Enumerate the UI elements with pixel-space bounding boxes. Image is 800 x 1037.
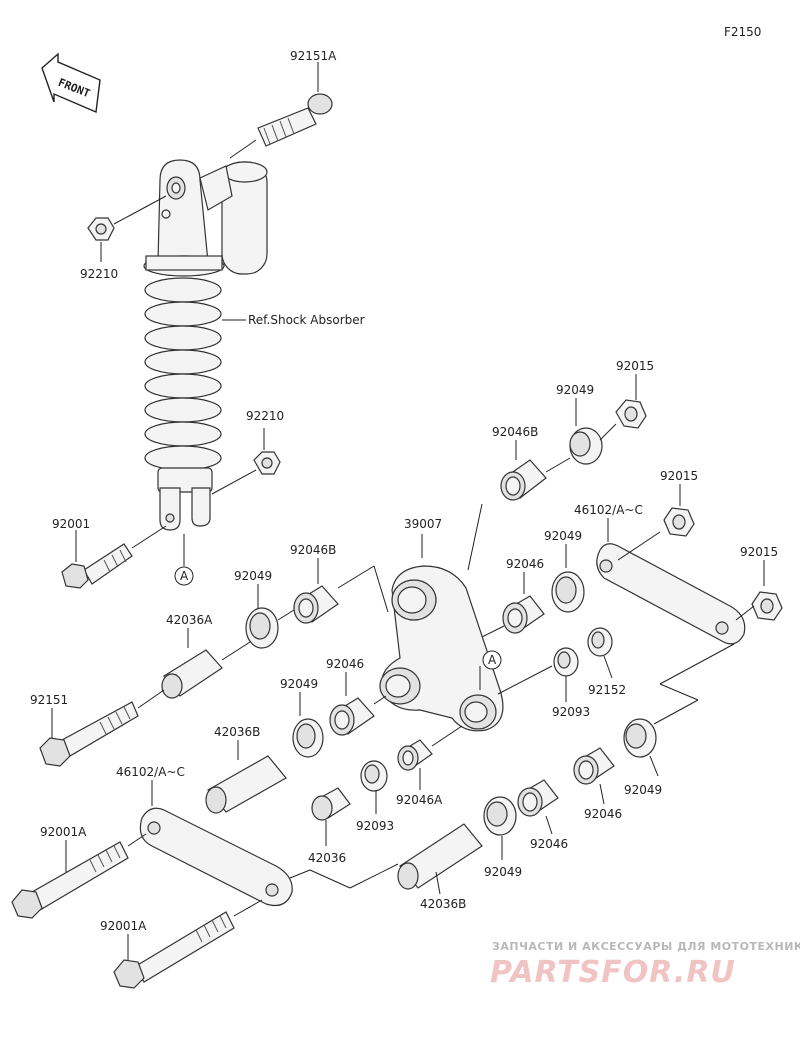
- washer-92093-right: [497, 647, 579, 702]
- sleeve-42036B-upper: [205, 755, 287, 814]
- tie-rod-46102-right: [596, 531, 755, 645]
- nut-92210-mid: [211, 428, 281, 495]
- label-92046B-top: 92046B: [492, 425, 538, 439]
- marker-a-right: A: [488, 653, 497, 667]
- collar-92049-r2: [551, 571, 585, 613]
- label-42036A: 42036A: [166, 613, 213, 627]
- label-42036: 42036: [308, 851, 346, 865]
- rocker-arm-39007: [379, 565, 504, 732]
- bushing-42036: [311, 787, 351, 846]
- label-92093-right: 92093: [552, 705, 590, 719]
- label-92210-top: 92210: [80, 267, 118, 281]
- tie-rod-46102-left: [139, 807, 399, 907]
- bearing-92046B-left: [293, 565, 389, 624]
- label-92015-top: 92015: [616, 359, 654, 373]
- bearing-92046B-top: [500, 457, 571, 501]
- label-42036B-upper: 42036B: [214, 725, 260, 739]
- sleeve-42036B-lower: [397, 823, 483, 895]
- bearing-92046-center: [329, 695, 387, 736]
- label-46102-right: 46102/A~C: [574, 503, 643, 517]
- bearing-92046A: [397, 725, 463, 790]
- label-92210-mid: 92210: [246, 409, 284, 423]
- label-92046B-left: 92046B: [290, 543, 336, 557]
- collar-92049-right-low: [623, 643, 735, 777]
- bolt-92151A: [229, 62, 333, 159]
- bearing-92046-r: [475, 595, 545, 641]
- label-92015-mid: 92015: [660, 469, 698, 483]
- nut-92015-top: [615, 399, 647, 429]
- washer-92152: [587, 627, 613, 679]
- bolt-92001A-upper: [11, 833, 147, 919]
- label-92015-right: 92015: [740, 545, 778, 559]
- collar-92049-top: [569, 423, 617, 465]
- label-92049-center: 92049: [280, 677, 318, 691]
- watermark-caption: ЗАПЧАСТИ И АКСЕССУАРЫ ДЛЯ МОТОТЕХНИКИ: [492, 940, 800, 953]
- label-39007: 39007: [404, 517, 442, 531]
- label-92001A-lower: 92001A: [100, 919, 147, 933]
- label-92049-low: 92049: [484, 865, 522, 879]
- label-92049-r2: 92049: [544, 529, 582, 543]
- label-92046-r: 92046: [506, 557, 544, 571]
- bearing-92046-low1: [573, 747, 615, 805]
- bolt-92151: [39, 689, 165, 767]
- label-92046-low2: 92046: [530, 837, 568, 851]
- label-ref-shock-absorber: Ref.Shock Absorber: [248, 313, 365, 327]
- marker-a-left: A: [180, 569, 189, 583]
- label-92001A-upper: 92001A: [40, 825, 87, 839]
- nut-92015-right: [751, 591, 783, 621]
- nut-92015-mid: [663, 507, 695, 537]
- label-92049-left: 92049: [234, 569, 272, 583]
- label-92046-center: 92046: [326, 657, 364, 671]
- bolt-92001: [61, 525, 167, 589]
- label-92046A: 92046A: [396, 793, 443, 807]
- sleeve-42036A: [161, 641, 251, 699]
- label-92151: 92151: [30, 693, 68, 707]
- collar-92049-low: [483, 796, 517, 860]
- bearing-92046-low2: [517, 779, 559, 835]
- front-arrow-icon: FRONT: [41, 52, 101, 114]
- figure-id: F2150: [724, 25, 761, 39]
- nut-92210-top: [87, 195, 167, 262]
- label-92001: 92001: [52, 517, 90, 531]
- bolt-92001A-lower: [113, 899, 263, 989]
- label-42036B-lower: 42036B: [420, 897, 466, 911]
- washer-92093-center: [360, 760, 388, 814]
- label-92093-center: 92093: [356, 819, 394, 833]
- label-92151A: 92151A: [290, 49, 337, 63]
- label-92049-top: 92049: [556, 383, 594, 397]
- collar-92049-left: [245, 607, 295, 649]
- label-46102-left: 46102/A~C: [116, 765, 185, 779]
- watermark-logo: PARTSFOR.RU: [490, 955, 736, 990]
- label-92046-low1: 92046: [584, 807, 622, 821]
- label-92049-right-low: 92049: [624, 783, 662, 797]
- collar-92049-center: [292, 718, 324, 758]
- label-92152: 92152: [588, 683, 626, 697]
- shock-absorber: [143, 159, 268, 531]
